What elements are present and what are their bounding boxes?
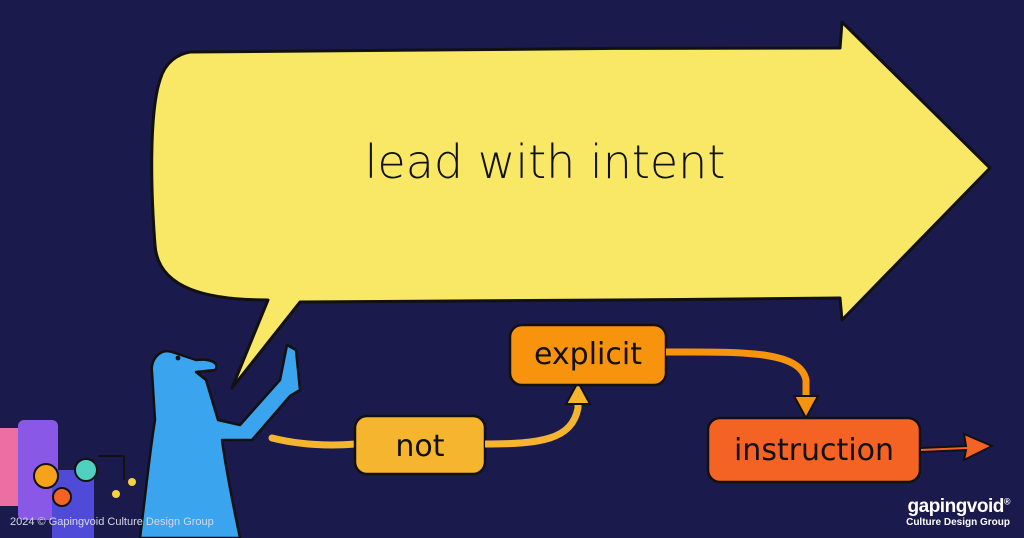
character-figure — [138, 343, 302, 538]
arrowhead-down-icon — [792, 395, 820, 421]
brand-name: gapingvoid® — [907, 496, 1011, 517]
instruction-label: instruction — [734, 433, 894, 468]
arrowhead-up-icon — [564, 379, 592, 405]
brand-tagline: Culture Design Group — [906, 517, 1010, 528]
connector-not-to-explicit — [484, 396, 582, 448]
copyright-text: 2024 © Gapingvoid Culture Design Group — [10, 516, 214, 528]
abstract-decoration — [0, 420, 136, 538]
speech-arrow-bubble — [150, 20, 992, 390]
not-label: not — [395, 429, 444, 464]
explicit-label: explicit — [534, 337, 642, 372]
connector-explicit-to-instruction — [665, 348, 810, 400]
brand-logo: gapingvoid® Culture Design Group — [906, 497, 1010, 528]
connector-to-not — [268, 434, 360, 449]
headline-text: lead with intent — [365, 135, 726, 189]
exit-arrow-icon — [919, 432, 995, 462]
